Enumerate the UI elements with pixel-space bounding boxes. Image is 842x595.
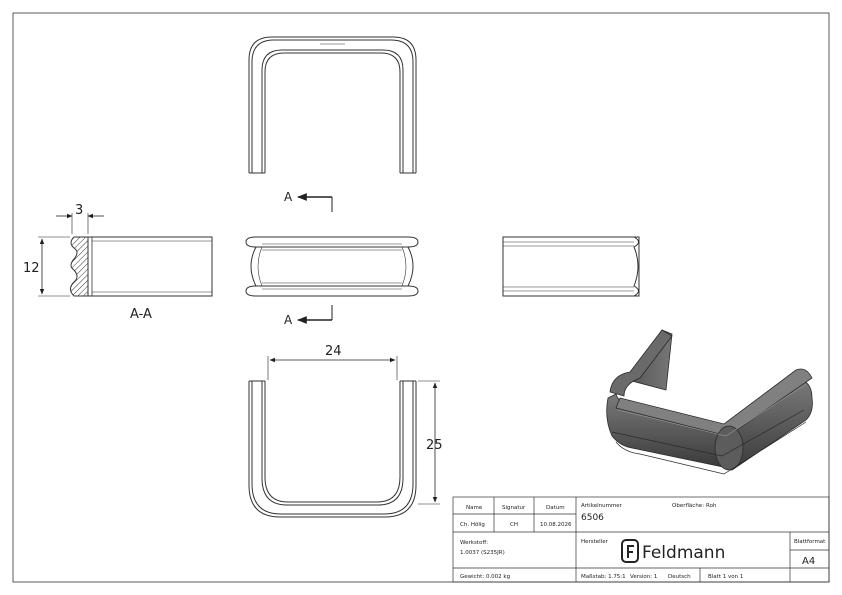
brand-name: Feldmann <box>642 543 725 563</box>
scale: Maßstab: 1.75:1 <box>581 574 626 580</box>
version: Version: 1 <box>630 574 657 580</box>
surface-label: Oberfläche: <box>672 503 704 509</box>
manufacturer-label: Hersteller <box>581 539 609 545</box>
section-view: 3 12 A-A <box>23 203 213 322</box>
side-view <box>502 236 640 297</box>
article-label: Artikelnummer <box>581 503 623 509</box>
feldmann-logo: Feldmann <box>621 539 725 563</box>
surface-value: Roh <box>706 503 717 509</box>
drawing-date: 10.08.2026 <box>540 522 572 528</box>
header-date: Datum <box>546 505 565 511</box>
dimension-wall: 3 <box>75 203 83 218</box>
section-marker-letter: A <box>284 313 293 327</box>
language: Deutsch <box>668 574 691 580</box>
dimension-width-group: 24 <box>267 344 398 380</box>
dimension-depth-group: 25 <box>418 380 443 505</box>
article-number: 6506 <box>581 513 604 523</box>
front-view <box>245 236 419 297</box>
bottom-view <box>248 380 417 518</box>
header-name: Name <box>466 505 483 511</box>
weight: Gewicht: 0.002 kg <box>460 574 510 580</box>
dimension-width: 24 <box>325 344 342 359</box>
format-value: A4 <box>802 556 815 567</box>
sheet-count: Blatt 1 von 1 <box>708 574 743 580</box>
section-marker-top: A <box>284 190 333 212</box>
isometric-view <box>606 329 813 475</box>
sheet-border <box>12 12 830 583</box>
material-label: Werkstoff: <box>460 540 488 546</box>
dimension-height: 12 <box>23 261 40 276</box>
section-marker-letter: A <box>284 190 293 204</box>
drafter-name: Ch. Hölig <box>460 522 485 528</box>
section-label: A-A <box>130 307 152 322</box>
drafter-signature: CH <box>510 522 518 528</box>
title-block <box>452 496 830 583</box>
format-label: Blattformat <box>794 539 826 545</box>
top-view <box>248 36 417 174</box>
header-signature: Signatur <box>502 505 526 511</box>
dimension-depth: 25 <box>426 438 443 453</box>
material-value: 1.0037 (S235JR) <box>460 550 505 556</box>
section-marker-bottom: A <box>284 305 333 327</box>
